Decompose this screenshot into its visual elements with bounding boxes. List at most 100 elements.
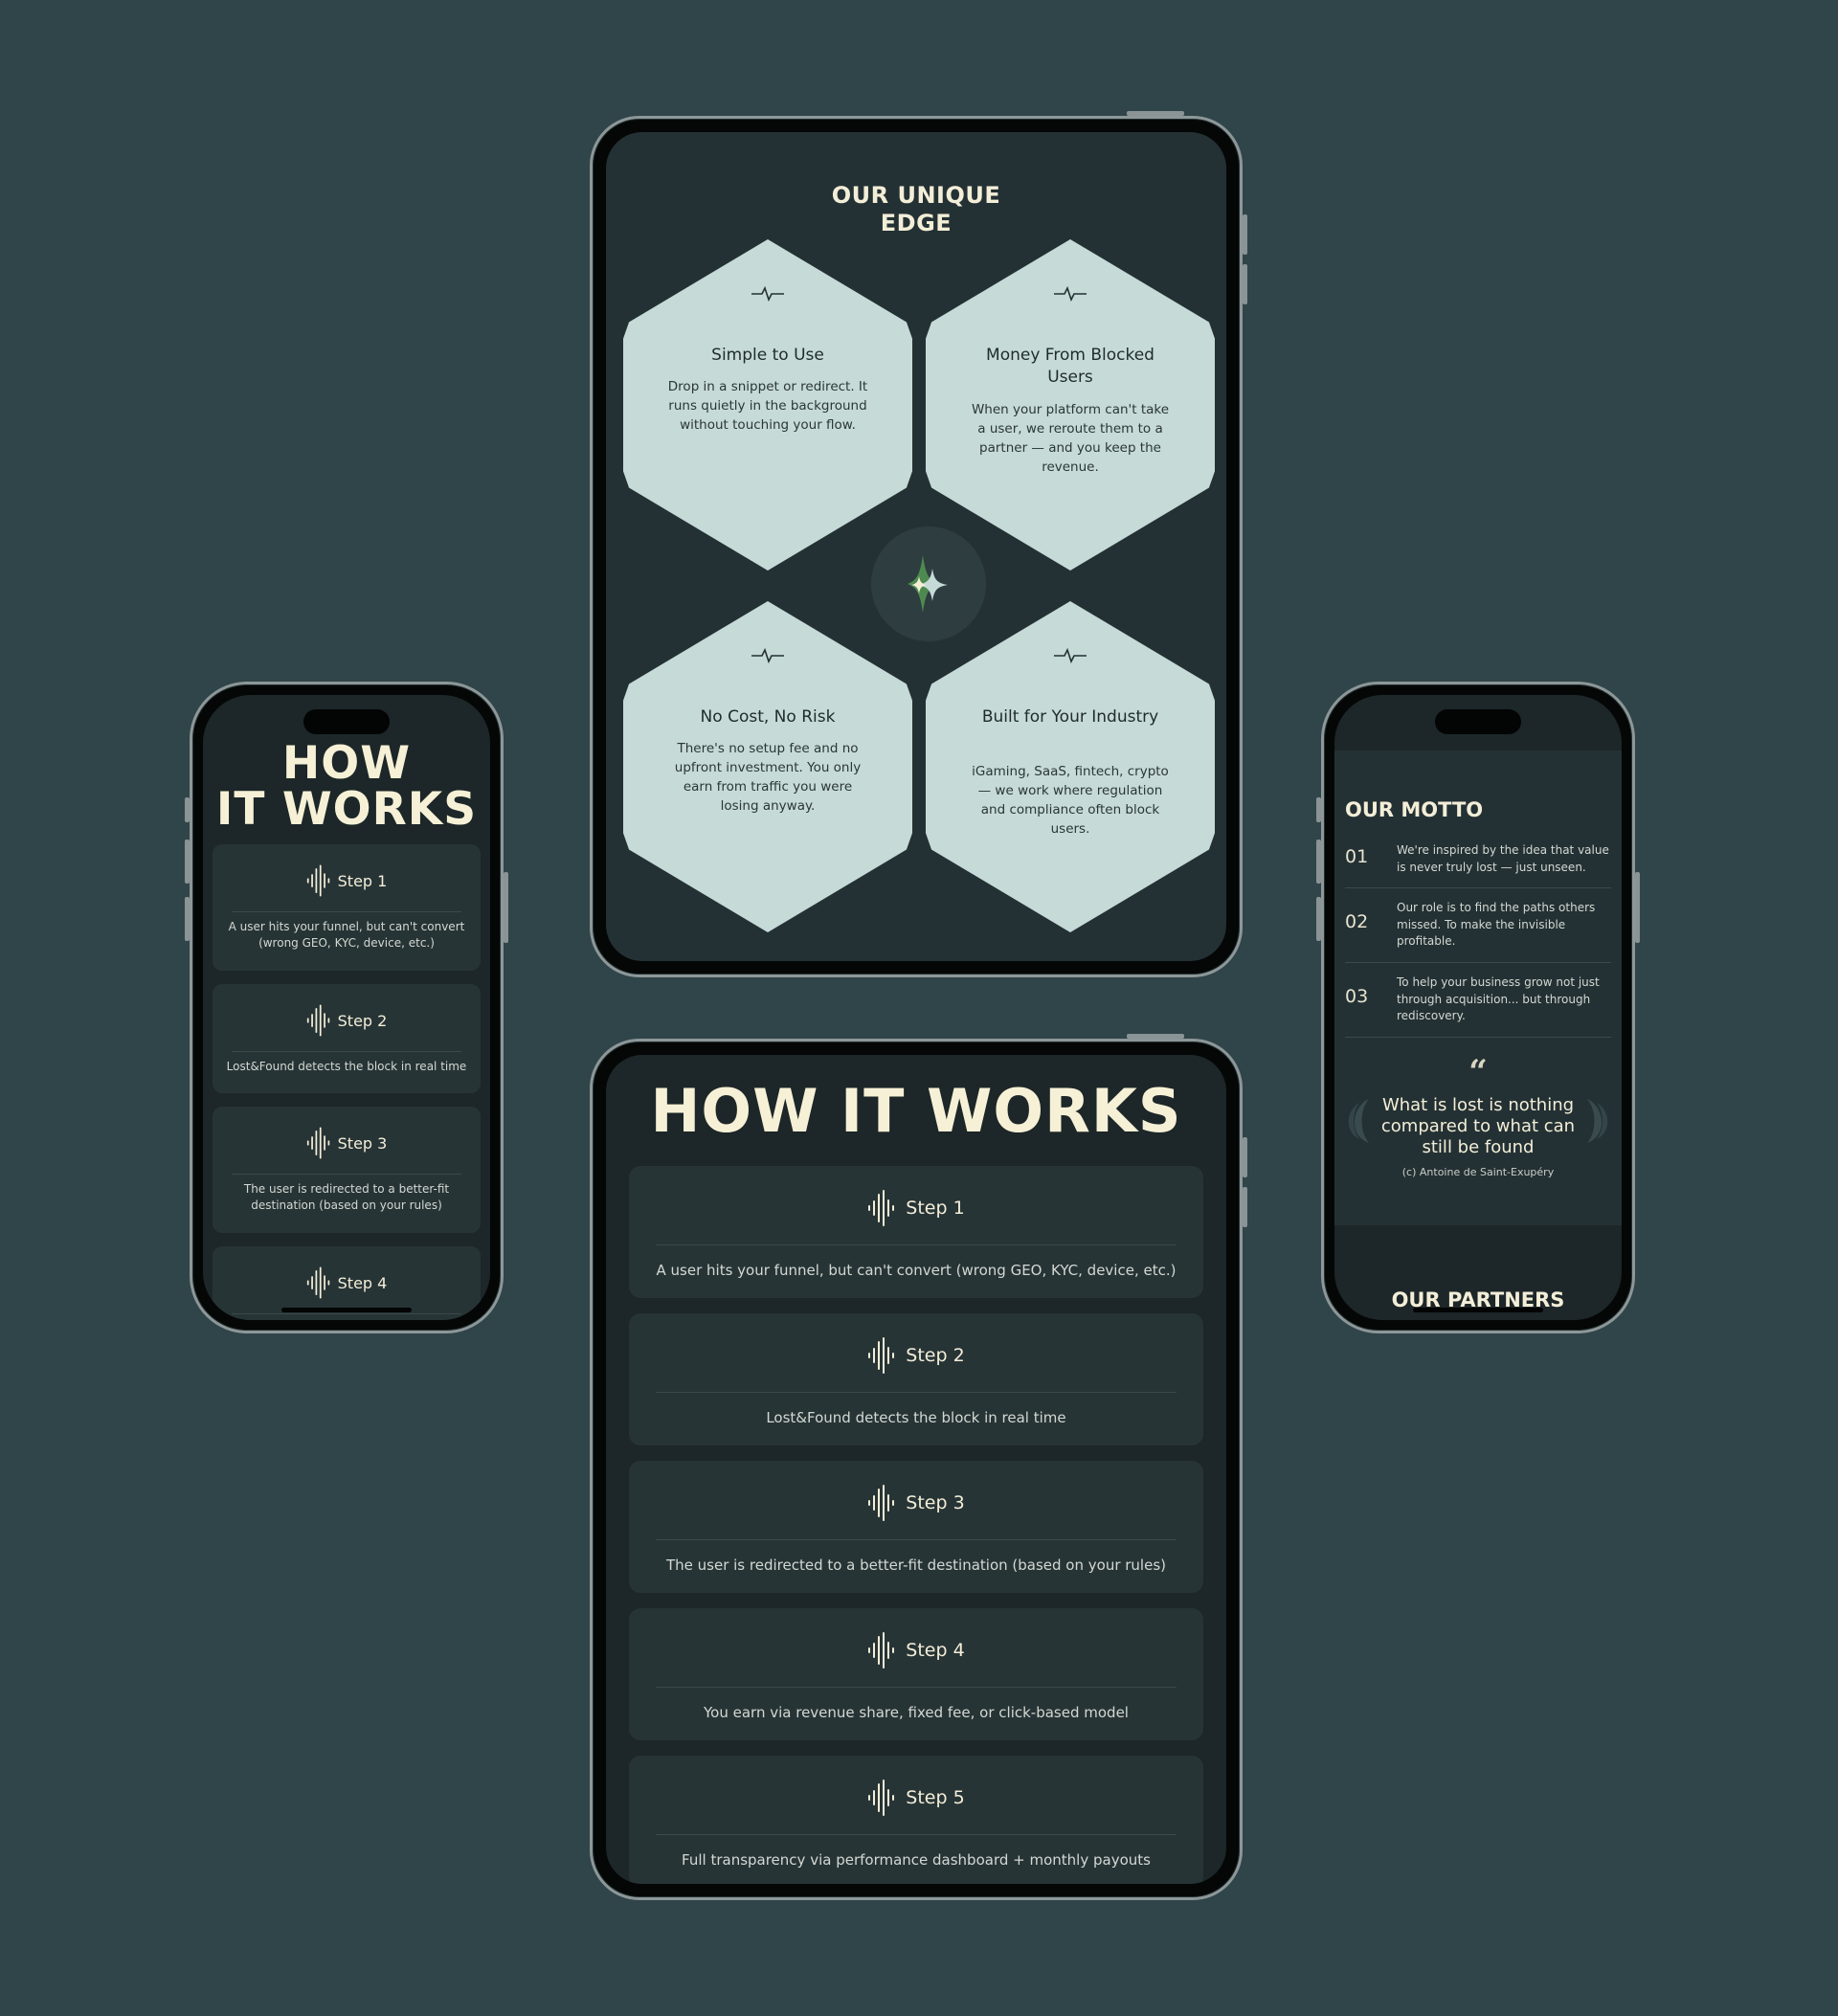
phone-how-title-line2: IT WORKS (215, 783, 478, 836)
phone-how-title-line1: HOW (281, 737, 412, 790)
pulse-line-icon (1054, 285, 1087, 302)
sound-wave-icon (306, 1127, 329, 1159)
edge-title-line2: EDGE (880, 210, 953, 236)
edge-card-simple: Simple to Use Drop in a snippet or redir… (623, 239, 912, 571)
tablet-volume-down (1243, 1187, 1247, 1227)
phone-how-title: HOW IT WORKS (203, 741, 490, 833)
motto-title: OUR MOTTO (1345, 798, 1484, 821)
step-label: Step 1 (906, 1198, 965, 1219)
tablet-how-frame: HOW IT WORKS Step 1 A user hits your fun… (590, 1034, 1247, 1900)
edge-card-text: There's no setup fee and no upfront inve… (674, 741, 862, 814)
home-indicator[interactable] (1413, 1308, 1543, 1312)
motto-panel: OUR MOTTO 01 We're inspired by the idea … (1334, 750, 1622, 1225)
pulse-line-icon (751, 285, 784, 302)
step-divider (232, 1051, 461, 1052)
quote-mark-icon: “ (1468, 1053, 1488, 1091)
step-desc: Full transparency via performance dashbo… (682, 1851, 1151, 1869)
step-card-2: Step 2 Lost&Found detects the block in r… (629, 1313, 1203, 1445)
tablet-top-button (1127, 1034, 1184, 1039)
pulse-line-icon (1054, 647, 1087, 664)
edge-card-text: When your platform can't take a user, we… (971, 402, 1170, 475)
sound-wave-icon (868, 1485, 895, 1521)
step-desc: Lost&Found detects the block in real tim… (766, 1409, 1066, 1426)
step-label: Step 1 (337, 871, 388, 890)
phone-motto-frame: OUR MOTTO 01 We're inspired by the idea … (1316, 682, 1640, 1333)
wing-icon (1587, 1099, 1608, 1143)
step-label: Step 4 (906, 1640, 965, 1661)
edge-card-money: Money From Blocked Users When your platf… (926, 239, 1215, 571)
sound-wave-icon (868, 1337, 895, 1374)
step-desc: A user hits your funnel, but can't conve… (228, 920, 465, 950)
step-label: Step 3 (906, 1492, 965, 1513)
sound-wave-icon (868, 1780, 895, 1816)
edge-title-line1: OUR UNIQUE (831, 182, 1001, 209)
step-label: Step 2 (906, 1345, 965, 1366)
step-divider (656, 1392, 1177, 1393)
step-divider (232, 1313, 461, 1314)
sound-wave-icon (306, 1266, 329, 1299)
step-divider (232, 911, 461, 912)
step-divider (656, 1244, 1177, 1245)
tablet-volume-down (1243, 264, 1247, 304)
step-label: Step 4 (337, 1273, 388, 1292)
motto-item-2: 02 Our role is to find the paths others … (1345, 900, 1611, 963)
tablet-top-button (1127, 111, 1184, 116)
center-sparkle-badge (871, 526, 986, 641)
phone-power-button (1635, 872, 1640, 943)
phone-volume-down (185, 897, 190, 941)
step-divider (232, 1174, 461, 1175)
motto-number: 02 (1345, 911, 1369, 932)
tablet-edge-frame: OUR UNIQUE EDGE Simple to Use Drop in a … (590, 111, 1247, 977)
edge-card-title: Money From Blocked Users (986, 346, 1154, 387)
edge-card-industry: Built for Your Industry iGaming, SaaS, f… (926, 601, 1215, 932)
motto-text: To help your business grow not just thro… (1397, 975, 1600, 1022)
step-card-4: Step 4 You earn via revenue share, fixed… (629, 1608, 1203, 1740)
step-card-3: Step 3 The user is redirected to a bette… (629, 1461, 1203, 1593)
motto-text: Our role is to find the paths others mis… (1397, 901, 1596, 948)
motto-number: 03 (1345, 986, 1369, 1007)
sparkle-star-icon (908, 555, 948, 613)
motto-item-3: 03 To help your business grow not just t… (1345, 974, 1611, 1038)
motto-item-1: 01 We're inspired by the idea that value… (1345, 842, 1611, 888)
how-title: HOW IT WORKS (650, 1076, 1182, 1146)
step-divider (656, 1687, 1177, 1688)
edge-screen: OUR UNIQUE EDGE Simple to Use Drop in a … (606, 132, 1226, 961)
step-divider (656, 1539, 1177, 1540)
step-desc: A user hits your funnel, but can't conve… (656, 1262, 1177, 1279)
quote-author: (c) Antoine de Saint-Exupéry (1401, 1166, 1555, 1178)
step-label: Step 5 (906, 1787, 965, 1808)
edge-card-title: No Cost, No Risk (700, 707, 836, 727)
edge-title: OUR UNIQUE EDGE (606, 182, 1226, 237)
step-desc: You earn via revenue share, fixed fee, o… (704, 1704, 1129, 1721)
edge-card-title: Simple to Use (711, 346, 824, 365)
phone-power-button (504, 872, 508, 943)
phone-mute-switch (1316, 797, 1321, 822)
motto-phone-screen: OUR MOTTO 01 We're inspired by the idea … (1334, 695, 1622, 1320)
wing-icon (1348, 1099, 1369, 1143)
step-desc: Lost&Found detects the block in real tim… (226, 1060, 467, 1073)
home-indicator[interactable] (281, 1308, 412, 1312)
step-label: Step 3 (337, 1133, 388, 1153)
sound-wave-icon (306, 1004, 329, 1037)
step-desc: The user is redirected to a better-fit d… (665, 1557, 1166, 1574)
how-phone-screen: HOW IT WORKS Step 1 A user hits your fun… (203, 695, 490, 1320)
edge-card-text: Drop in a snippet or redirect. It runs q… (667, 379, 868, 433)
step-divider (656, 1834, 1177, 1835)
motto-number: 01 (1345, 846, 1369, 867)
tablet-volume-up (1243, 214, 1247, 255)
step-label: Step 2 (337, 1011, 388, 1030)
phone-mute-switch (185, 797, 190, 822)
how-tablet-screen: HOW IT WORKS Step 1 A user hits your fun… (606, 1055, 1226, 1884)
step-card-5: Step 5 Full transparency via performance… (629, 1756, 1203, 1884)
sound-wave-icon (868, 1632, 895, 1669)
pulse-line-icon (751, 647, 784, 664)
phone-how-frame: HOW IT WORKS Step 1 A user hits your fun… (185, 682, 508, 1333)
phone-step-card-3: Step 3 The user is redirected to a bette… (213, 1107, 481, 1233)
edge-card-no-cost: No Cost, No Risk There's no setup fee an… (623, 601, 912, 932)
sound-wave-icon (868, 1190, 895, 1226)
motto-text: We're inspired by the idea that value is… (1397, 843, 1609, 874)
phone-volume-up (1316, 840, 1321, 884)
phone-volume-up (185, 840, 190, 884)
edge-card-title: Built for Your Industry (981, 707, 1159, 727)
tablet-volume-up (1243, 1137, 1247, 1177)
